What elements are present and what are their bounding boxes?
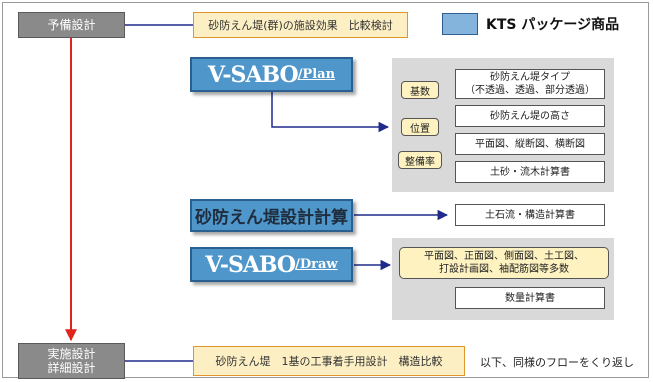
plan-arrow [271, 92, 390, 133]
tag-coverage-rate: 整備率 [398, 151, 442, 169]
stage-implementation-label-1: 実施設計 [47, 347, 96, 361]
stage-implementation-label-2: 詳細設計 [47, 361, 96, 375]
legend-swatch [442, 13, 478, 35]
output-dam-type-line1: 砂防えん堤タイプ [490, 72, 570, 83]
product-vsabo-plan: V-SABO/Plan [190, 57, 353, 92]
product-plan-name: V-SABO [207, 61, 299, 88]
output-sediment-calc: 土砂・流木計算書 [455, 161, 605, 183]
orange-box-effect-comparison: 砂防えん堤(群)の施設効果 比較検討 [193, 12, 408, 38]
product-calc-label: 砂防えん堤設計計算 [195, 208, 348, 228]
tag-position: 位置 [401, 118, 439, 136]
output-dam-type-line2: （不透過、透過、部分透過） [465, 85, 595, 96]
product-draw-name: V-SABO [205, 251, 296, 278]
output-construction-drawings-line1: 平面図、正面図、側面図、土工図、 [424, 251, 584, 262]
orange-box-bottom-label: 砂防えん堤 1基の工事着手用設計 構造比較 [215, 355, 443, 368]
output-construction-drawings-line2: 打設計画図、袖配筋図等多数 [439, 264, 569, 275]
output-dam-height-label: 砂防えん堤の高さ [490, 110, 570, 122]
stage-preliminary-label: 予備設計 [47, 18, 96, 32]
output-drawings: 平面図、縦断図、横断図 [455, 133, 605, 155]
output-debris-structural-calc: 土石流・構造計算書 [455, 204, 605, 226]
output-debris-calc-label: 土石流・構造計算書 [485, 209, 575, 221]
output-sediment-calc-label: 土砂・流木計算書 [490, 166, 570, 178]
product-plan-suffix: /Plan [297, 67, 336, 82]
tag-coverage-label: 整備率 [405, 156, 435, 168]
output-quantity-label: 数量計算書 [505, 292, 555, 304]
output-drawings-label: 平面図、縦断図、横断図 [475, 138, 585, 150]
orange-box-top-label: 砂防えん堤(群)の施設効果 比較検討 [208, 19, 393, 32]
product-draw-suffix: /Draw [295, 257, 338, 272]
stage-implementation-design: 実施設計 詳細設計 [18, 343, 125, 379]
tag-position-label: 位置 [410, 123, 430, 135]
tag-count-label: 基数 [410, 86, 430, 98]
legend-label: KTS パッケージ商品 [486, 17, 620, 33]
output-dam-height: 砂防えん堤の高さ [455, 105, 605, 127]
stage-preliminary-design: 予備設計 [18, 12, 125, 38]
output-dam-type: 砂防えん堤タイプ （不透過、透過、部分透過） [455, 69, 605, 99]
repeat-flow-note: 以下、同様のフローをくり返し [480, 356, 634, 369]
orange-box-construction-design: 砂防えん堤 1基の工事着手用設計 構造比較 [193, 346, 465, 376]
tag-count: 基数 [401, 81, 439, 99]
product-dam-design-calc: 砂防えん堤設計計算 [190, 199, 353, 232]
output-quantity-calc: 数量計算書 [455, 287, 605, 309]
output-construction-drawings: 平面図、正面図、側面図、土工図、 打設計画図、袖配筋図等多数 [399, 247, 609, 279]
product-vsabo-draw: V-SABO/Draw [190, 247, 353, 282]
